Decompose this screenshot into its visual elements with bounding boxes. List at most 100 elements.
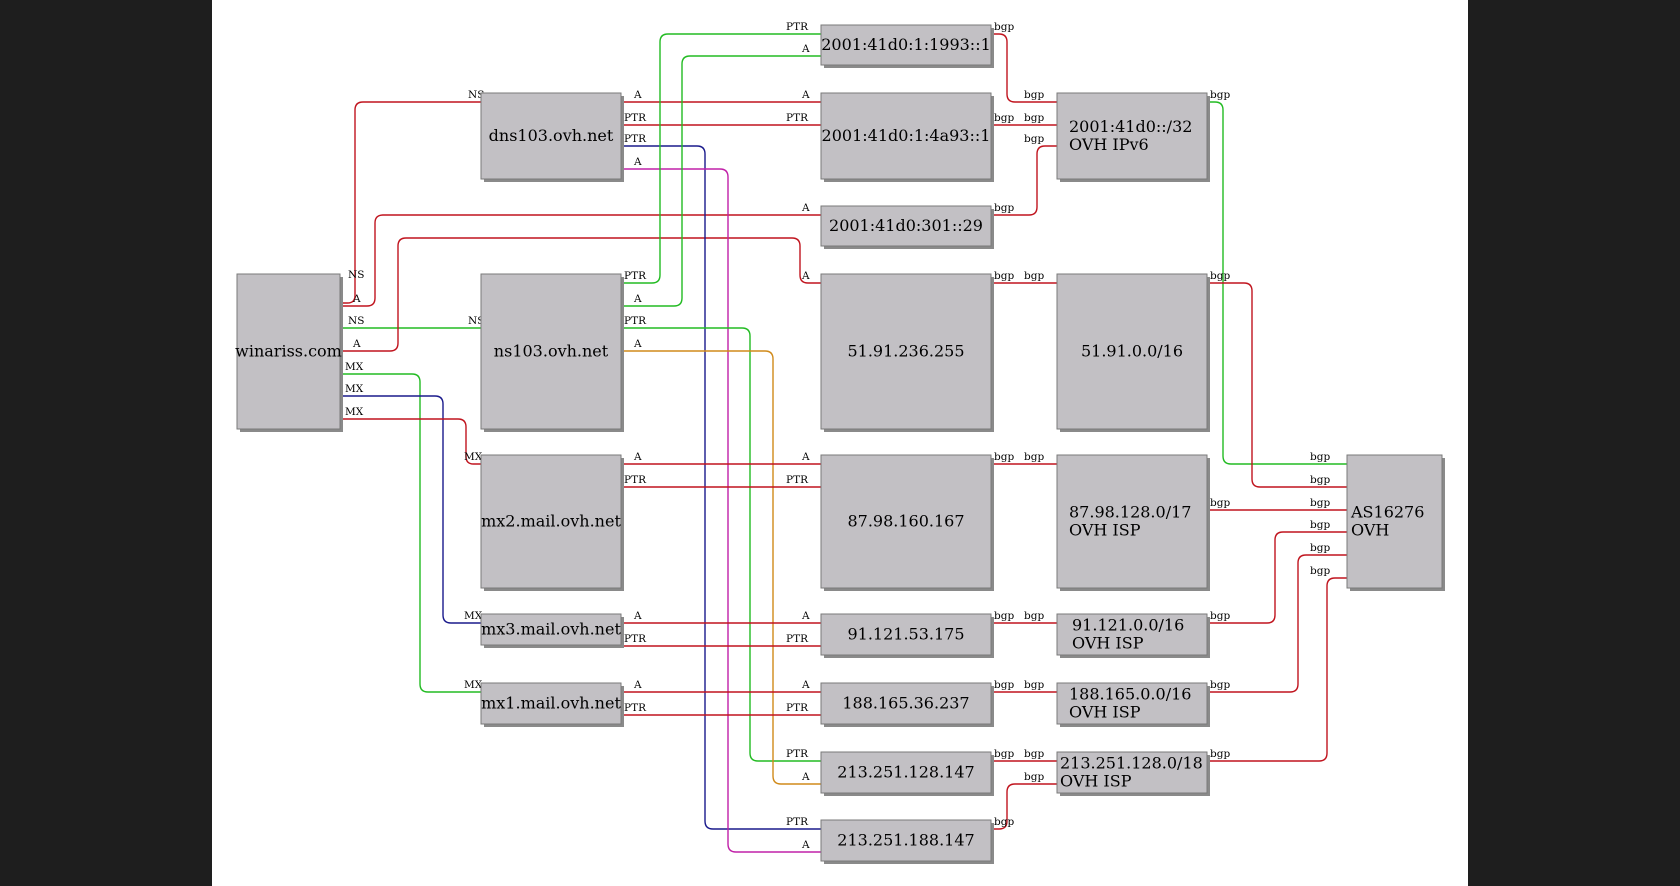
edge-label-from: PTR [624,270,647,282]
edge-label-to: bgp [1024,112,1044,124]
node-label: ns103.ovh.net [494,342,609,361]
node-label: 91.121.53.175 [847,625,964,644]
node-ip213a[interactable]: 213.251.128.147 [820,751,994,796]
node-ip188[interactable]: 188.165.36.237 [820,682,994,727]
edge-line [1207,554,1347,693]
edge-label-from: A [633,89,642,101]
node-label: OVH [1351,521,1389,540]
node-box [1056,273,1208,430]
edge-mx-mx1: MX MX [340,361,483,693]
edge-label-to: bgp [1310,497,1330,509]
edge-line [991,783,1057,830]
node-box [820,24,992,66]
node-label: 87.98.128.0/17 [1069,503,1191,522]
edge-line [621,55,821,307]
node-box [820,454,992,589]
edge-line [621,168,821,853]
edge-label-to: bgp [1024,771,1044,783]
nodes-layer: winariss.com dns103.ovh.net ns103.ovh.net m… [235,24,1445,864]
node-mx3[interactable]: mx3.mail.ovh.net [480,613,624,648]
edge-label-from: bgp [994,451,1014,463]
edge-line [991,33,1057,103]
edge-label-to: MX [464,451,483,463]
node-label: OVH ISP [1072,634,1144,653]
edge-label-to: MX [464,610,483,622]
edge-ns103-ptr-ip6a: PTR PTR [621,21,821,284]
node-box [820,613,992,656]
edge-label-from: bgp [1210,679,1230,691]
edge-label-from: A [352,293,361,305]
edge-label-from: MX [345,361,364,373]
node-ip51[interactable]: 51.91.236.255 [820,273,994,432]
edge-line [340,373,481,693]
edge-label-to: bgp [1310,565,1330,577]
node-ip91[interactable]: 91.121.53.175 [820,613,994,658]
edge-label-from: NS [348,315,364,327]
edge-line [340,418,481,465]
node-box [480,454,622,589]
node-net51[interactable]: 51.91.0.0/16 [1056,273,1210,432]
edge-label-to: A [801,839,810,851]
edge-label-to: NS [468,89,484,101]
edge-label-to: MX [464,679,483,691]
edge-label-from: bgp [1210,748,1230,760]
node-box [480,273,622,430]
node-label: 213.251.188.147 [837,831,974,850]
edge-label-to: PTR [786,748,809,760]
edge-label-from: bgp [994,21,1014,33]
edge-ns103-a-ip6a: AA [621,43,821,307]
edge-label-from: A [633,610,642,622]
node-ip87[interactable]: 87.98.160.167 [820,454,994,591]
node-label: dns103.ovh.net [489,126,614,145]
edge-label-from: bgp [994,202,1014,214]
edge-line [340,395,481,624]
edge-label-from: PTR [624,474,647,486]
edge-label-from: bgp [1210,270,1230,282]
edge-label-to: bgp [1024,610,1044,622]
edge-label-from: A [633,679,642,691]
node-box [1056,682,1208,725]
node-box [1056,613,1208,656]
edge-label-to: PTR [786,474,809,486]
node-ip213b[interactable]: 213.251.188.147 [820,819,994,864]
node-box [820,682,992,725]
node-mx2[interactable]: mx2.mail.ovh.net [480,454,624,591]
node-ip6c[interactable]: 2001:41d0:301::29 [820,205,994,249]
edge-line [1207,531,1347,624]
node-box [480,613,622,646]
node-ip6b[interactable]: 2001:41d0:1:4a93::1 [820,92,994,182]
node-box [820,819,992,862]
node-label: 87.98.160.167 [847,512,964,531]
edge-label-to: PTR [786,816,809,828]
edge-label-to: bgp [1310,474,1330,486]
edge-label-from: A [633,451,642,463]
node-winariss[interactable]: winariss.com [235,273,343,432]
edge-label-from: bgp [994,270,1014,282]
edge-label-from: A [352,338,361,350]
edge-label-from: bgp [1210,610,1230,622]
node-box [1056,92,1208,180]
node-mx1[interactable]: mx1.mail.ovh.net [480,682,624,727]
node-ip6a[interactable]: 2001:41d0:1:1993::1 [820,24,994,68]
edge-line [621,33,821,284]
edge-mx2-ptr: PTR PTR [621,474,821,488]
node-ns103[interactable]: ns103.ovh.net [480,273,624,432]
edge-line [340,101,481,304]
edge-label-to: PTR [786,21,809,33]
edge-label-to: bgp [1310,451,1330,463]
node-dns103[interactable]: dns103.ovh.net [480,92,624,182]
